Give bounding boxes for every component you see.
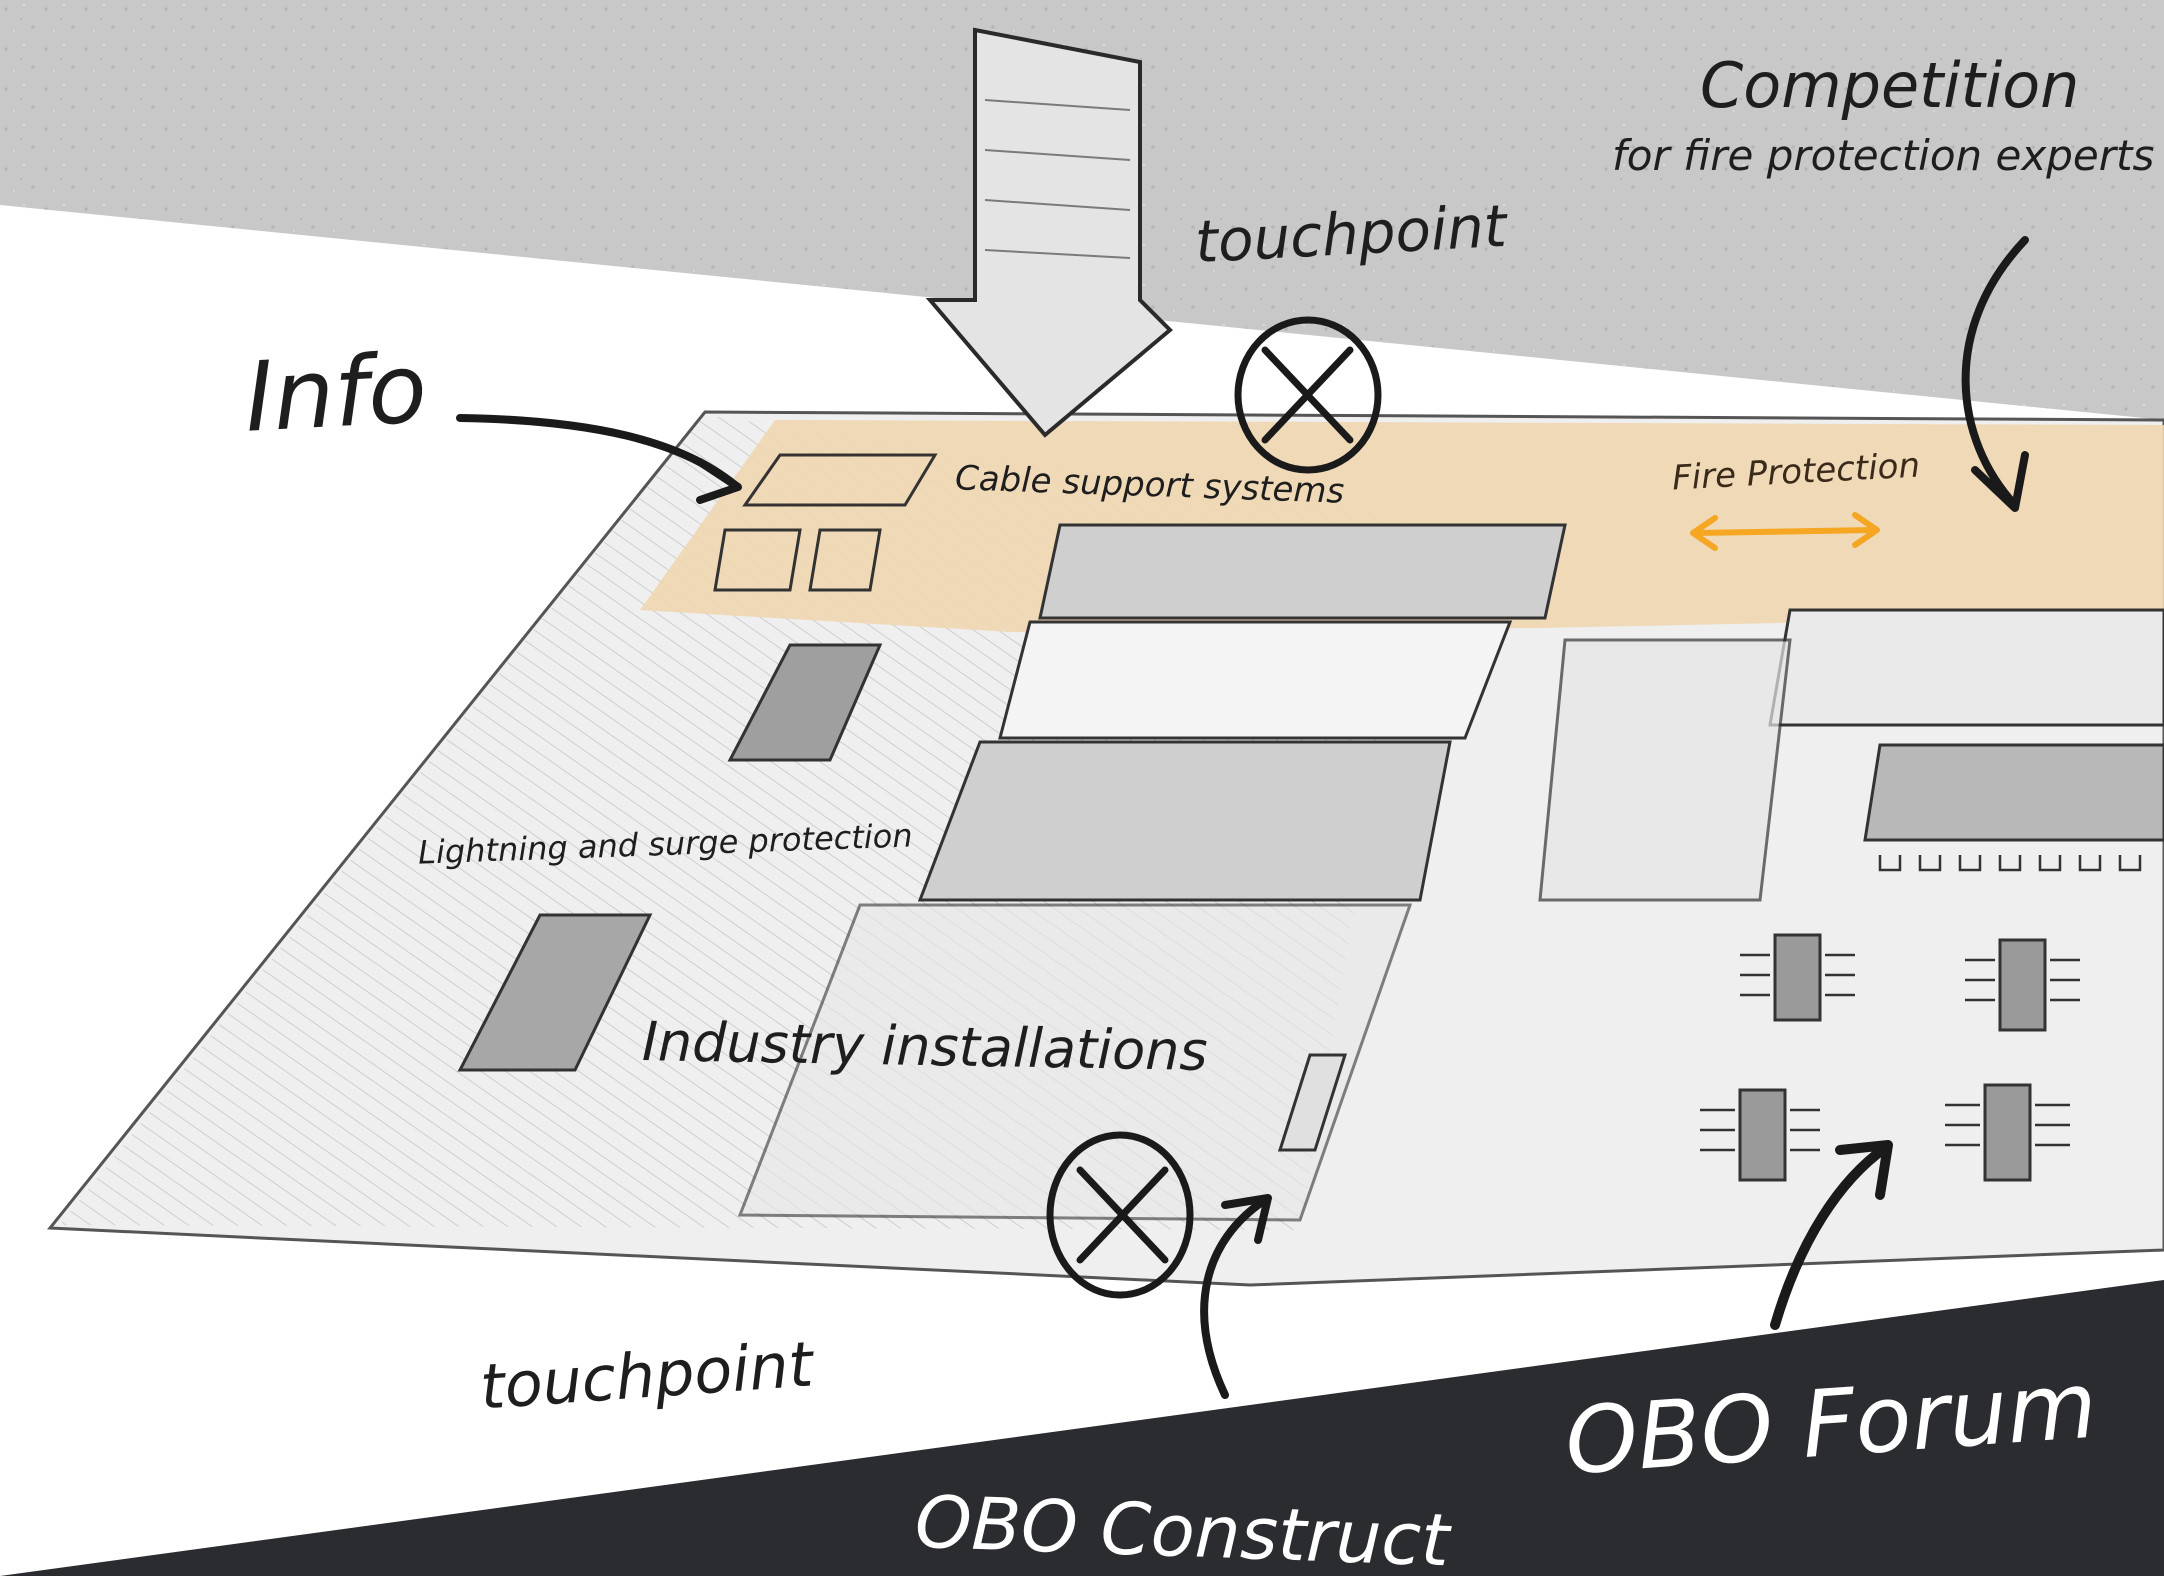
competition-title: Competition <box>1700 49 2080 122</box>
dark-bottom-band <box>0 1280 2164 1576</box>
curved-arrow-icon <box>1770 1140 1893 1330</box>
industry-label: Industry installations <box>641 1010 1209 1083</box>
touchpoint-label-top: touchpoint <box>1193 191 1509 277</box>
booth-blocks <box>457 453 2164 1222</box>
down-arrow-icon <box>925 27 1173 438</box>
curved-arrow-icon <box>456 414 742 504</box>
circle-x-icon <box>1234 316 1382 474</box>
competition-subtitle: for fire protection experts <box>1612 131 2155 180</box>
obo-construct-label: OBO Construct <box>913 1479 1451 1582</box>
circle-x-icon <box>1046 1131 1194 1299</box>
double-arrow-icon <box>1690 512 1880 551</box>
info-label: Info <box>242 332 430 454</box>
curved-arrow-icon <box>1961 236 2029 512</box>
meeting-tables <box>1700 855 2142 1182</box>
curved-arrow-icon <box>1200 1194 1272 1399</box>
